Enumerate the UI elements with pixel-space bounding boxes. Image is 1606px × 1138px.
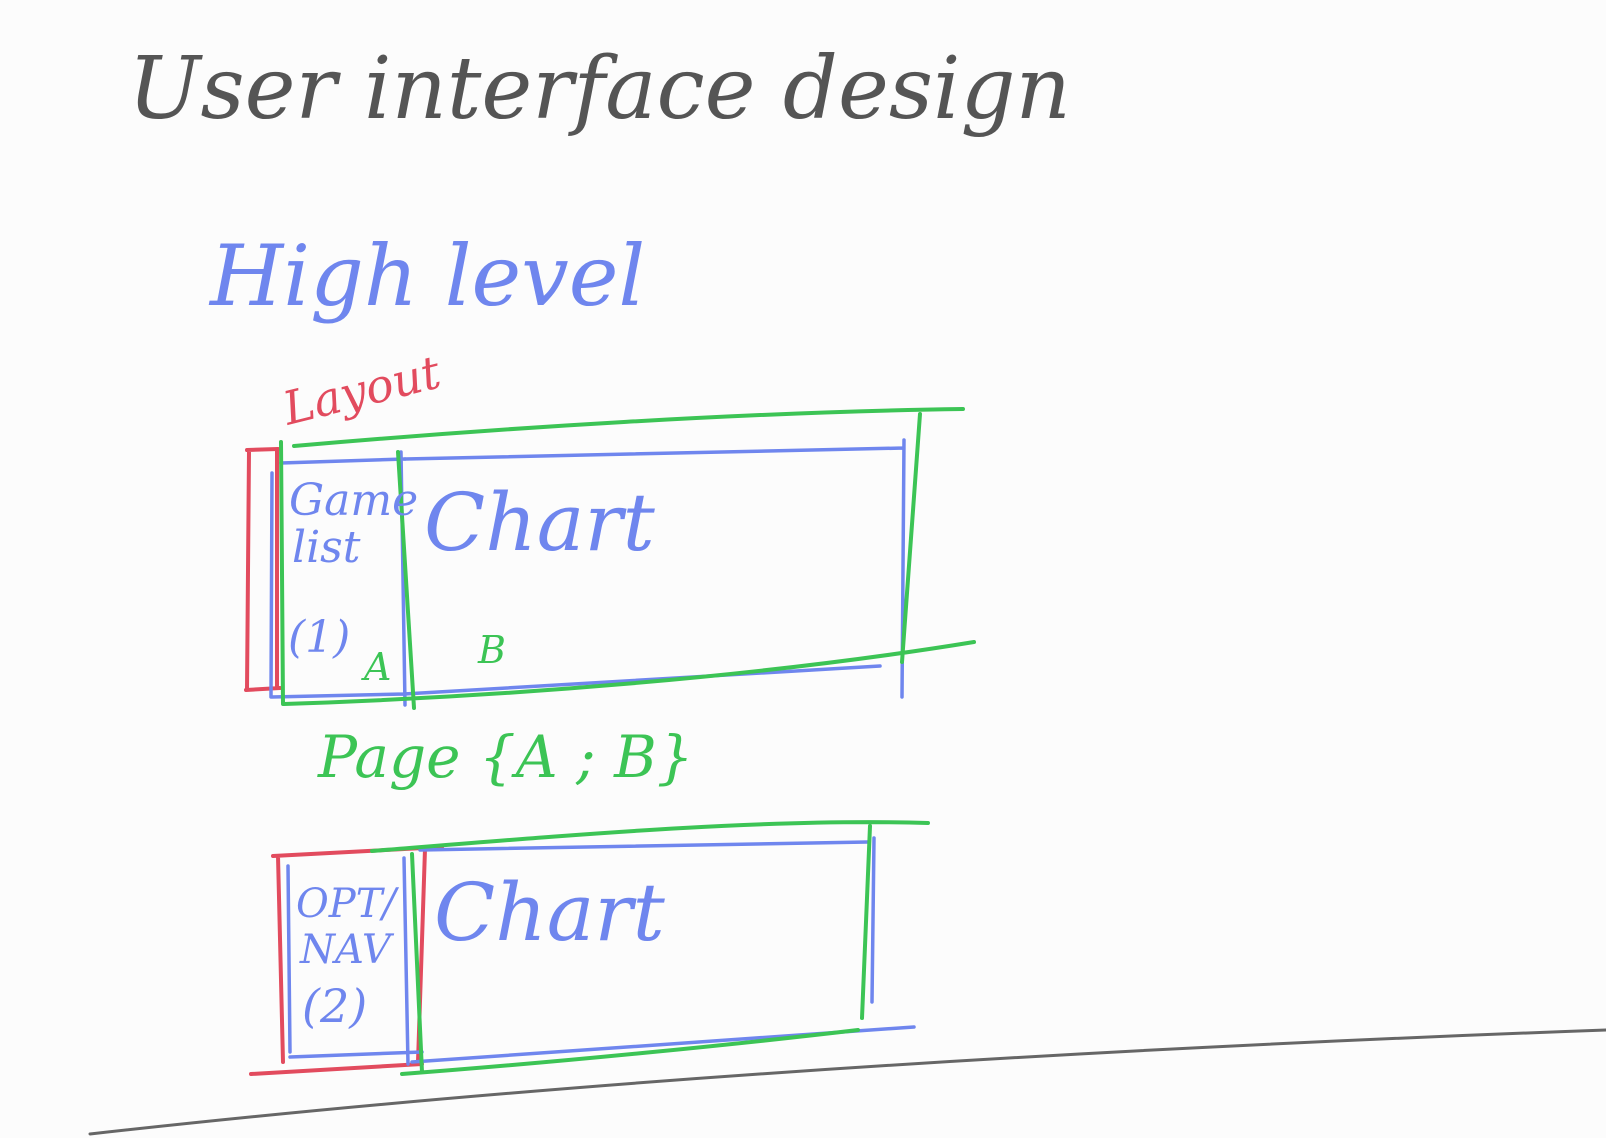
page-label: Page {A ; B} (317, 723, 694, 791)
page-edge-line (88, 1028, 1606, 1136)
marker-b: B (477, 628, 506, 672)
game-list-panel-outline (269, 450, 407, 707)
chart-label-1: Chart (424, 476, 656, 569)
section-heading-high-level: High level (208, 227, 645, 325)
marker-a: A (361, 645, 391, 689)
page-outline-green-2 (370, 820, 930, 1076)
nav-label-line-1: OPT/ (296, 881, 399, 927)
layout-label: Layout (277, 345, 447, 436)
nav-label-line-2: NAV (299, 927, 395, 973)
page-title: User interface design (128, 39, 1071, 139)
layout-outline-red (244, 447, 282, 692)
chart-label-2: Chart (434, 866, 666, 959)
game-list-label-line-2: list (292, 522, 361, 573)
game-list-label-number: (1) (288, 612, 350, 663)
game-list-label-line-1: Game (289, 475, 418, 526)
nav-label-number: (2) (302, 979, 367, 1033)
page-outline-green (279, 407, 976, 710)
layout-diagram-2: OPT/ NAV (2) Chart (249, 820, 930, 1076)
layout-diagram-1: Game list (1) Chart A B (244, 407, 976, 710)
nav-panel-outline (286, 856, 424, 1066)
nav-outline-red (249, 845, 444, 1076)
